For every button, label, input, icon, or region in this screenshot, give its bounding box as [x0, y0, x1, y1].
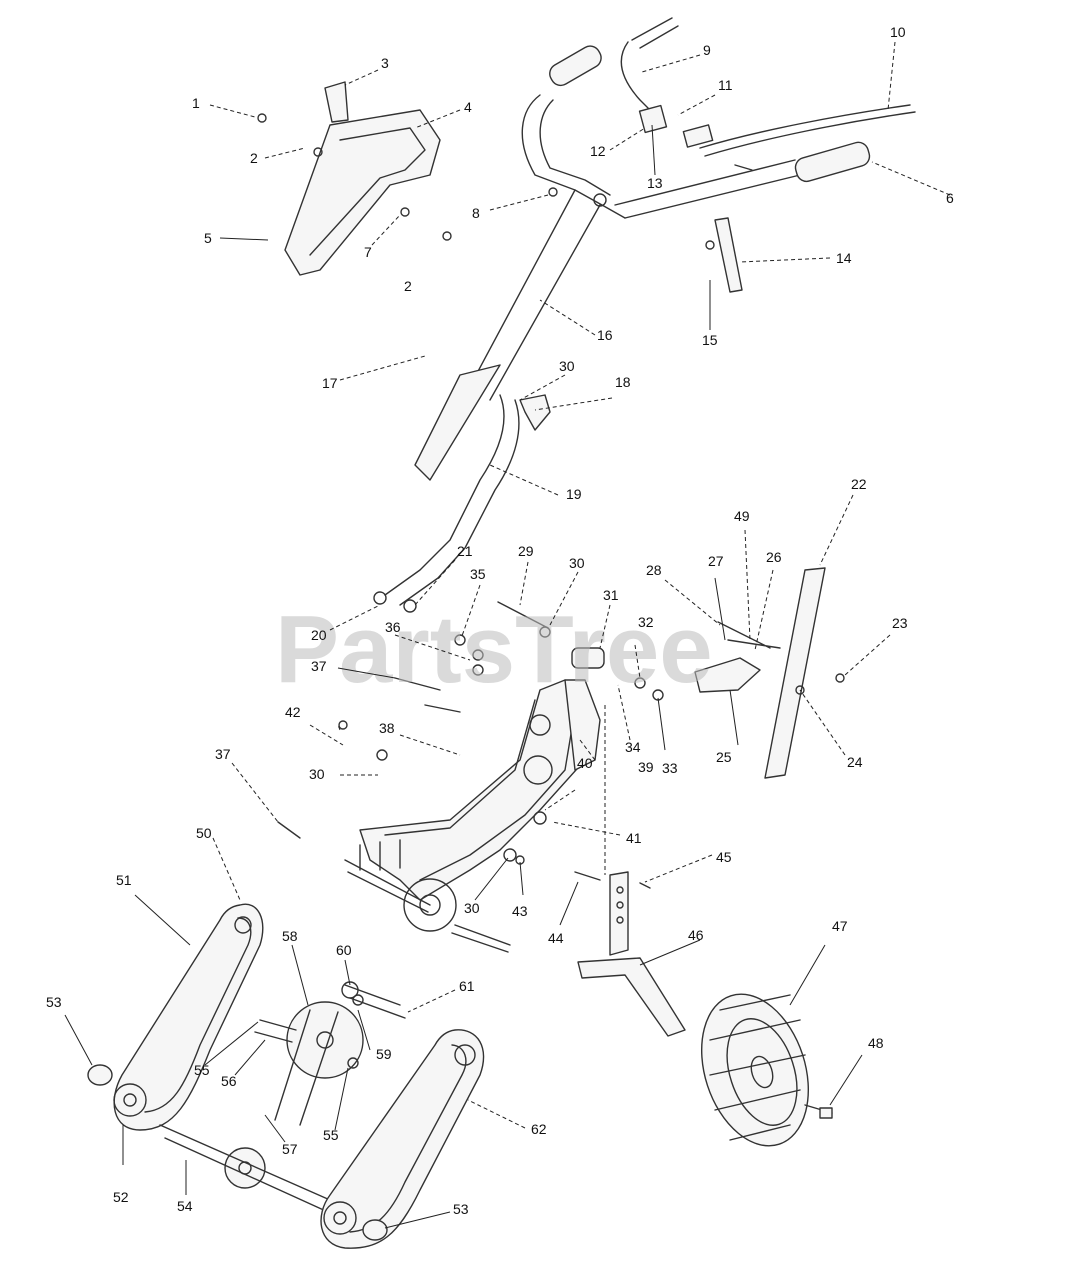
callout-37: 37	[311, 658, 327, 674]
callout-29: 29	[518, 543, 534, 559]
callout-30: 30	[559, 358, 575, 374]
callout-22: 22	[851, 476, 867, 492]
callout-8: 8	[472, 205, 480, 221]
frame-assembly	[277, 601, 664, 953]
callout-58: 58	[282, 928, 298, 944]
callout-50: 50	[196, 825, 212, 841]
callout-61: 61	[459, 978, 475, 994]
callout-37: 37	[215, 746, 231, 762]
callout-20: 20	[311, 627, 327, 643]
callout-9: 9	[703, 42, 711, 58]
callout-44: 44	[548, 930, 564, 946]
handlebar-assembly	[414, 17, 916, 481]
callout-59: 59	[376, 1046, 392, 1062]
callout-4: 4	[464, 99, 472, 115]
chain-case-right	[320, 1029, 485, 1249]
callout-54: 54	[177, 1198, 193, 1214]
callout-6: 6	[946, 190, 954, 206]
callout-39: 39	[638, 759, 654, 775]
callout-1: 1	[192, 95, 200, 111]
watermark-text: PartsTree	[275, 596, 713, 703]
callout-34: 34	[625, 739, 641, 755]
callout-2: 2	[404, 278, 412, 294]
callout-47: 47	[832, 918, 848, 934]
callout-21: 21	[457, 543, 473, 559]
callout-42: 42	[285, 704, 301, 720]
parts-artwork	[87, 17, 916, 1249]
callout-32: 32	[638, 614, 654, 630]
callout-10: 10	[890, 24, 906, 40]
callout-30: 30	[464, 900, 480, 916]
callout-25: 25	[716, 749, 732, 765]
callout-35: 35	[470, 566, 486, 582]
callout-53: 53	[453, 1201, 469, 1217]
callout-15: 15	[702, 332, 718, 348]
callout-56: 56	[221, 1073, 237, 1089]
wheel	[700, 993, 833, 1147]
chain-case-left	[87, 903, 264, 1131]
callout-18: 18	[615, 374, 631, 390]
callout-11: 11	[718, 77, 733, 93]
callout-30: 30	[569, 555, 585, 571]
callout-28: 28	[646, 562, 662, 578]
callout-48: 48	[868, 1035, 884, 1051]
callout-40: 40	[577, 755, 593, 771]
shroud-cover	[257, 81, 558, 276]
callout-31: 31	[603, 587, 619, 603]
lower-handle	[373, 394, 551, 613]
callout-55: 55	[323, 1127, 339, 1143]
callout-52: 52	[113, 1189, 129, 1205]
callout-55: 55	[194, 1062, 210, 1078]
callout-3: 3	[381, 55, 389, 71]
callout-60: 60	[336, 942, 352, 958]
callout-17: 17	[322, 375, 338, 391]
callout-5: 5	[204, 230, 212, 246]
callout-13: 13	[647, 175, 663, 191]
callout-14: 14	[836, 250, 852, 266]
drive-sprockets	[159, 981, 406, 1213]
callout-12: 12	[590, 143, 606, 159]
callout-24: 24	[847, 754, 863, 770]
callout-57: 57	[282, 1141, 298, 1157]
callout-16: 16	[597, 327, 613, 343]
callout-41: 41	[626, 830, 642, 846]
callout-45: 45	[716, 849, 732, 865]
callout-27: 27	[708, 553, 724, 569]
callout-33: 33	[662, 760, 678, 776]
callout-43: 43	[512, 903, 528, 919]
callout-62: 62	[531, 1121, 547, 1137]
callout-38: 38	[379, 720, 395, 736]
callout-26: 26	[766, 549, 782, 565]
callout-46: 46	[688, 927, 704, 943]
callout-leaders	[64, 41, 951, 1229]
depth-stake	[694, 567, 845, 779]
callout-7: 7	[364, 244, 372, 260]
callout-49: 49	[734, 508, 750, 524]
callout-labels: 1 2 2 3 4 5 6 7 8 9 10 11 12 13 14 15 16…	[46, 24, 954, 1217]
callout-23: 23	[892, 615, 908, 631]
wheel-bracket	[574, 871, 686, 1037]
callout-2: 2	[250, 150, 258, 166]
callout-19: 19	[566, 486, 582, 502]
callout-51: 51	[116, 872, 132, 888]
callout-36: 36	[385, 619, 401, 635]
callout-30: 30	[309, 766, 325, 782]
callout-53: 53	[46, 994, 62, 1010]
